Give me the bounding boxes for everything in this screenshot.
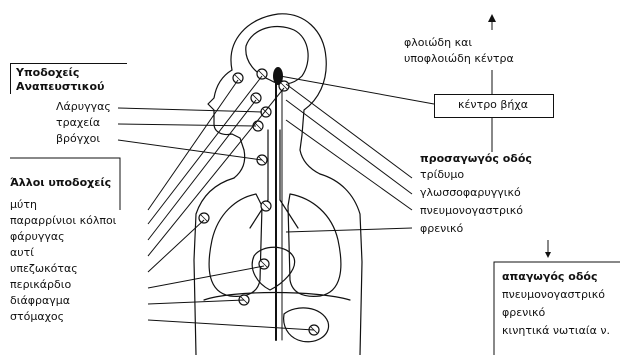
torso-left — [194, 178, 234, 355]
efferent-phrenic: φρενικό — [502, 306, 545, 320]
line-sinus — [148, 76, 262, 224]
neck-left — [234, 150, 245, 178]
efferent-spinal-motor: κινητικά νωτιαία ν. — [502, 324, 610, 338]
line-trachea — [118, 124, 256, 126]
resp-receptor-larynx: Λάρυγγας — [56, 100, 111, 114]
other-receptor-stomach: στόμαχος — [10, 310, 64, 324]
other-receptor-pericardium: περικάρδιο — [10, 278, 71, 292]
other-receptors-title: Άλλοι υποδοχείς — [10, 176, 111, 190]
resp-receptor-trachea: τραχεία — [56, 116, 100, 130]
cortex-label-line2: υποφλοιώδη κέντρα — [404, 52, 514, 66]
line-ear — [148, 88, 284, 256]
line-glossopharyngeal — [286, 100, 412, 194]
other-receptor-nose: μύτη — [10, 198, 37, 212]
afferent-trigeminal: τρίδυμο — [420, 168, 464, 182]
other-receptor-pharynx: φάρυγγας — [10, 230, 65, 244]
line-trigeminal — [286, 84, 412, 178]
afferent-vagus: πνευμονογαστρικό — [420, 204, 523, 218]
other-receptor-sinuses: παραρρίνιοι κόλποι — [10, 214, 116, 228]
afferent-title: προσαγωγός οδός — [420, 152, 532, 166]
efferent-title: απαγωγός οδός — [502, 270, 597, 284]
neck-right — [300, 150, 320, 174]
left-lung — [209, 194, 262, 296]
arrowhead-cortex — [488, 14, 496, 22]
other-receptor-pleura: υπεζωκότας — [10, 262, 78, 276]
bronchi — [250, 200, 298, 228]
line-cough-center — [280, 76, 434, 104]
line-vagus — [286, 120, 412, 210]
line-larynx — [118, 108, 262, 112]
line-diaphragm — [148, 300, 244, 304]
right-lung — [288, 194, 341, 296]
line-nose — [148, 80, 238, 210]
afferent-glossopharyngeal: γλωσσοφαρυγγικό — [420, 186, 521, 200]
line-phrenic — [286, 228, 412, 232]
afferent-phrenic: φρενικό — [420, 222, 463, 236]
efferent-vagus: πνευμονογαστρικό — [502, 288, 605, 302]
stomach — [284, 308, 329, 342]
trachea — [268, 130, 280, 200]
cough-center-label: κέντρο βήχα — [458, 98, 528, 112]
line-pericardium — [148, 266, 264, 288]
line-stomach — [148, 320, 314, 330]
other-receptor-diaphragm: διάφραγμα — [10, 294, 70, 308]
resp-title-line1: Υποδοχείς — [16, 66, 79, 80]
cortex-label-line1: φλοιώδη και — [404, 36, 472, 50]
resp-receptor-bronchi: βρόγχοι — [56, 132, 100, 146]
arrowhead-efferent — [545, 252, 551, 258]
other-receptor-ear: αυτί — [10, 246, 34, 260]
resp-title-line2: Αναπευστικού — [16, 80, 105, 94]
